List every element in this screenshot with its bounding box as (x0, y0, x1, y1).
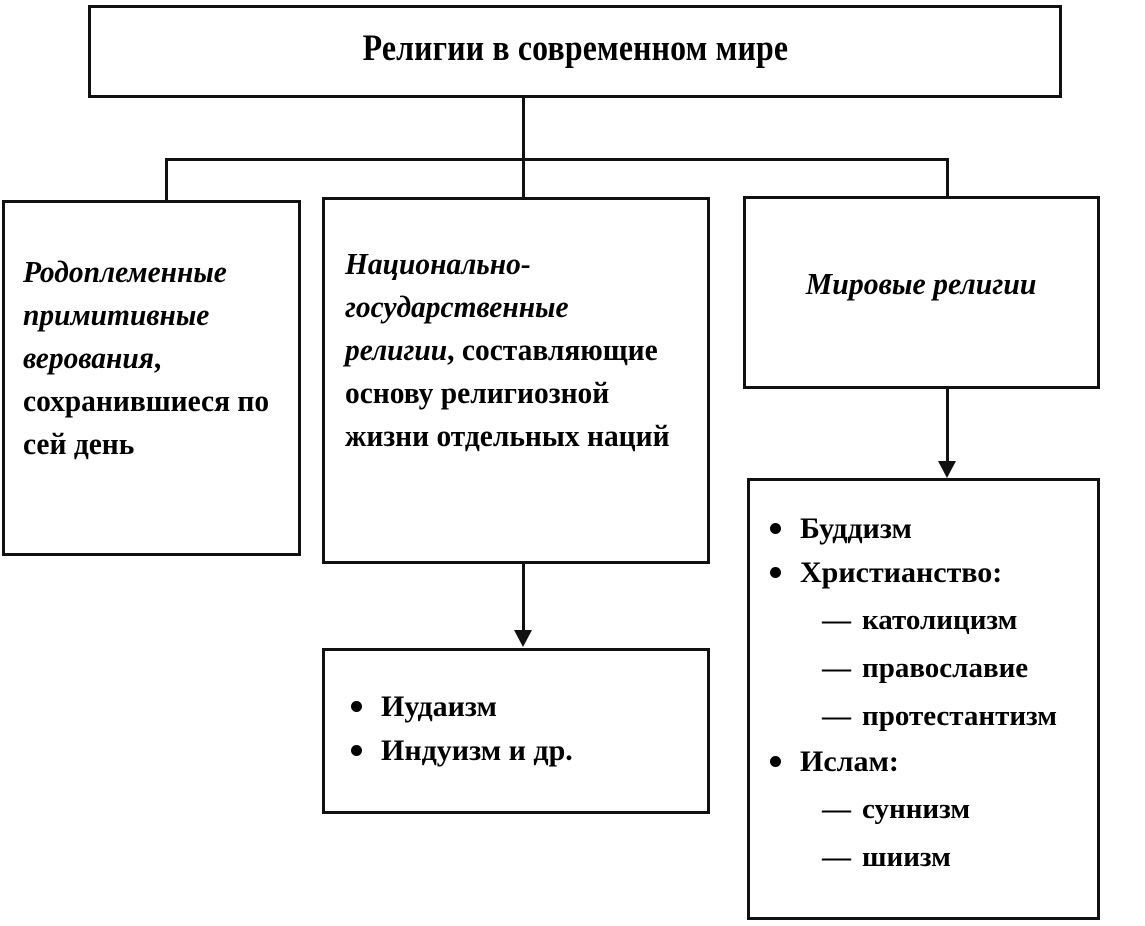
list-item-label: Христианство: (800, 556, 1003, 590)
sub-list-item-label: протестантизм (862, 700, 1058, 733)
category-tribal-text: Родоплеменные примитивные верования, сох… (23, 251, 269, 466)
category-box-tribal: Родоплеменные примитивные верования, сох… (2, 200, 301, 556)
bullet-icon (770, 755, 781, 767)
title-box: Религии в современном мире (88, 5, 1062, 98)
islam-branch-list: — суннизм — шиизм (800, 785, 1089, 881)
category-box-world: Мировые религии (743, 196, 1100, 389)
em-dash-marker: — (822, 603, 851, 636)
em-dash-marker: — (822, 840, 851, 873)
category-tribal-rest: , сохранившиеся по сей день (23, 339, 270, 461)
sub-list-item-label: католицизм (862, 603, 1018, 636)
list-item: Ислам: — суннизм — шиизм (766, 740, 1089, 881)
category-box-national: Национально-государственные религии, сос… (322, 197, 710, 564)
sub-list-item: — православие (800, 644, 1089, 692)
bullet-icon (351, 744, 362, 756)
arrow-national-to-examples-head (514, 630, 532, 647)
list-item-label: Буддизм (800, 512, 912, 545)
list-item: Христианство: — католицизм — православие… (766, 551, 1089, 740)
sub-list-item: — католицизм (800, 596, 1089, 644)
sub-list-item-label: шиизм (862, 840, 951, 873)
arrow-national-to-examples-shaft (522, 564, 525, 638)
bullet-icon (770, 522, 781, 534)
arrow-world-to-examples-head (938, 461, 956, 478)
list-item-label: Индуизм и др. (381, 734, 573, 768)
em-dash-marker: — (822, 651, 851, 684)
world-examples-list: Буддизм Христианство: — католицизм — пра… (766, 507, 1089, 881)
category-national-text: Национально-государственные религии, сос… (345, 243, 678, 458)
page-title: Религии в современном мире (362, 28, 788, 69)
christianity-branch-list: — католицизм — православие — протестанти… (800, 596, 1089, 740)
sub-list-item: — суннизм (800, 785, 1089, 833)
em-dash-marker: — (822, 792, 851, 825)
list-item-label: Ислам: (800, 745, 899, 779)
national-examples-box: Иудаизм Индуизм и др. (322, 648, 710, 814)
sub-list-item: — протестантизм (800, 692, 1089, 740)
list-item-label: Иудаизм (381, 690, 497, 723)
sub-list-item-label: православие (862, 651, 1029, 684)
category-world-text: Мировые религии (806, 265, 1037, 301)
connector-title-stem (522, 98, 525, 160)
list-item: Иудаизм (347, 685, 697, 729)
connector-drop-national (522, 158, 525, 199)
list-item: Индуизм и др. (347, 729, 697, 773)
list-item: Буддизм (766, 507, 1089, 551)
sub-list-item: — шиизм (800, 833, 1089, 881)
connector-drop-tribal (165, 158, 168, 202)
arrow-world-to-examples-shaft (946, 389, 949, 461)
connector-drop-world (946, 158, 949, 198)
em-dash-marker: — (822, 700, 851, 733)
national-examples-list: Иудаизм Индуизм и др. (347, 685, 697, 774)
bullet-icon (770, 566, 781, 578)
category-national-lead: Национально-государственные религии (345, 246, 569, 367)
category-national-rest: , составляющие основу религиозной жизни … (345, 331, 670, 453)
world-examples-box: Буддизм Христианство: — католицизм — пра… (747, 478, 1100, 920)
bullet-icon (351, 700, 362, 712)
connector-horizontal-bus (165, 158, 949, 161)
sub-list-item-label: суннизм (862, 792, 971, 825)
category-tribal-lead: Родоплеменные примитивные верования (23, 254, 227, 375)
